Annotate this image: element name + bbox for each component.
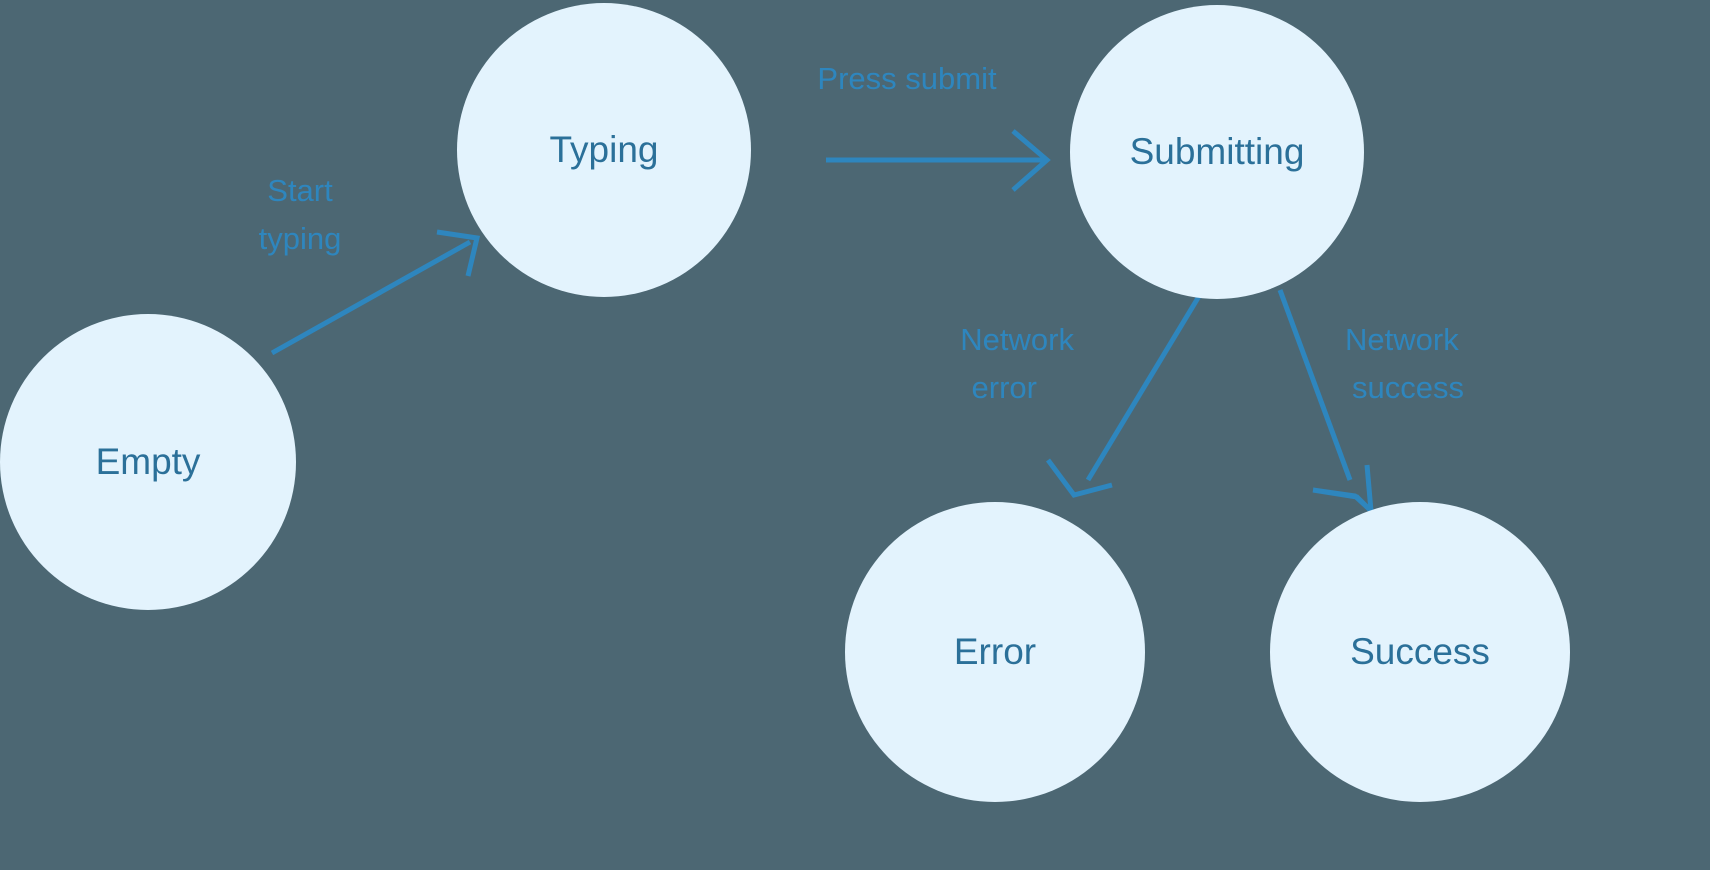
node-submitting-circle[interactable] [1070,5,1364,299]
edge-label-network-success-line1: Network [1345,322,1459,357]
edge-label-network-error: Network error [960,322,1074,405]
edge-label-network-error-line1: Network [960,322,1074,357]
node-empty-circle[interactable] [0,314,296,610]
edge-label-press-submit: Press submit [817,61,997,96]
node-typing-circle[interactable] [457,3,751,297]
edge-empty-to-typing-line [270,239,472,356]
edge-empty-to-typing-arrowhead [436,229,481,277]
node-typing-label: Typing [549,129,658,170]
edge-label-start-typing-line1: Start [267,173,333,208]
edge-empty-to-typing [270,229,481,356]
edge-submitting-to-success-line [1277,289,1353,481]
edge-submitting-to-error [1045,281,1210,498]
node-success[interactable]: Success [1270,502,1570,802]
node-error-label: Error [954,631,1036,672]
node-submitting[interactable]: Submitting [1070,5,1364,299]
node-error-circle[interactable] [845,502,1145,802]
edge-submitting-to-success [1277,289,1374,513]
edge-label-network-success-line2: success [1352,370,1464,405]
edge-submitting-to-error-arrowhead [1045,458,1113,498]
node-success-label: Success [1350,631,1490,672]
node-empty[interactable]: Empty [0,314,296,610]
node-typing[interactable]: Typing [457,3,751,297]
edge-label-network-success: Network success [1345,322,1464,405]
edge-typing-to-submitting-arrowhead [1011,129,1051,192]
node-success-circle[interactable] [1270,502,1570,802]
edge-submitting-to-success-arrowhead [1312,464,1374,513]
edge-label-start-typing: Start typing [259,173,342,256]
edge-typing-to-submitting [826,129,1051,192]
node-error[interactable]: Error [845,502,1145,802]
edge-label-network-error-line2: error [972,370,1037,405]
edge-label-start-typing-line2: typing [259,221,342,256]
node-empty-label: Empty [96,441,201,482]
node-submitting-label: Submitting [1130,131,1305,172]
edge-submitting-to-error-line [1085,281,1210,482]
edge-label-press-submit-line1: Press submit [817,61,997,96]
